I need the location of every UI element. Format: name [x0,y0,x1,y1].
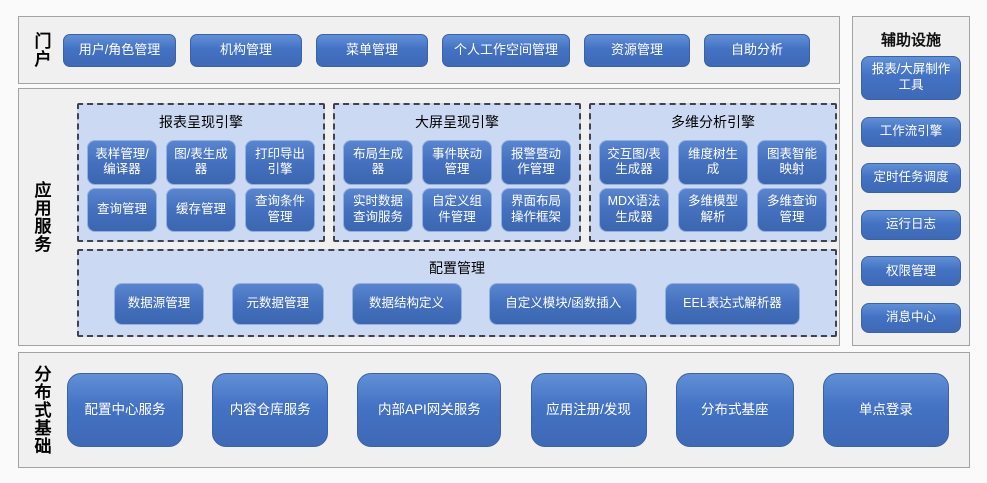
foundation-item-content-repository-service[interactable]: 内容仓库服务 [212,373,329,447]
aux-item-message-center[interactable]: 消息中心 [861,302,961,333]
foundation-item-app-registration-discovery[interactable]: 应用注册/发现 [530,373,647,447]
engine-button-print-export-engine[interactable]: 打印导出引擎 [245,140,315,185]
portal-section-label: 门户 [31,32,51,68]
config-button-row: 数据源管理 元数据管理 数据结构定义 自定义模块/函数插入 EEL表达式解析器 [114,283,800,325]
engine-button-row: 交互图/表生成器 维度树生成 图表智能映射 [599,140,827,185]
distributed-foundation-section: 分布式基础 配置中心服务 内容仓库服务 内部API网关服务 应用注册/发现 分布… [18,352,970,468]
foundation-items-row: 配置中心服务 内容仓库服务 内部API网关服务 应用注册/发现 分布式基座 单点… [63,353,969,467]
engine-button-layout-generator[interactable]: 布局生成器 [343,140,413,185]
config-mgmt-title: 配置管理 [429,260,485,276]
engine-button-row: 布局生成器 事件联动管理 报警暨动作管理 [343,140,571,185]
portal-item-menu-mgmt[interactable]: 菜单管理 [316,33,428,67]
portal-items-row: 用户/角色管理 机构管理 菜单管理 个人工作空间管理 资源管理 自助分析 [63,17,839,83]
portal-item-resource-mgmt[interactable]: 资源管理 [584,33,690,67]
engine-button-custom-component-mgmt[interactable]: 自定义组件管理 [422,187,492,232]
engine-button-chart-table-generator[interactable]: 图/表生成器 [166,140,236,185]
application-services-label: 应用服务 [31,181,51,253]
engine-button-multidim-model-parsing[interactable]: 多维模型解析 [678,187,748,232]
application-services-section: 应用服务 报表呈现引擎 表样管理/编译器 图/表生成器 打印导出引擎 查询管理 … [18,88,840,346]
config-button-metadata-mgmt[interactable]: 元数据管理 [231,283,324,325]
engine-button-multidim-query-mgmt[interactable]: 多维查询管理 [757,187,827,232]
report-rendering-engine-title: 报表呈现引擎 [159,114,243,130]
auxiliary-facilities-title: 辅助设施 [880,32,941,49]
olap-analysis-engine-panel: 多维分析引擎 交互图/表生成器 维度树生成 图表智能映射 MDX语法生成器 多维… [589,103,837,242]
engine-button-chart-smart-mapping[interactable]: 图表智能映射 [757,140,827,185]
portal-item-user-role-mgmt[interactable]: 用户/角色管理 [63,33,176,67]
engine-button-event-linkage-mgmt[interactable]: 事件联动管理 [422,140,492,185]
aux-item-scheduled-task-scheduling[interactable]: 定时任务调度 [861,163,961,194]
foundation-item-distributed-base[interactable]: 分布式基座 [675,373,794,447]
config-button-custom-module-function-insert[interactable]: 自定义模块/函数插入 [489,283,638,325]
aux-item-workflow-engine[interactable]: 工作流引擎 [861,116,961,147]
engine-button-realtime-data-query-service[interactable]: 实时数据查询服务 [343,187,413,232]
portal-item-self-service-analysis[interactable]: 自助分析 [704,33,810,67]
engine-button-dimension-tree-generation[interactable]: 维度树生成 [678,140,748,185]
aux-item-run-log[interactable]: 运行日志 [861,209,961,240]
distributed-foundation-label: 分布式基础 [31,365,51,455]
engine-button-row: 表样管理/编译器 图/表生成器 打印导出引擎 [87,140,315,185]
engine-button-row: 查询管理 缓存管理 查询条件管理 [87,187,315,232]
portal-section: 门户 用户/角色管理 机构管理 菜单管理 个人工作空间管理 资源管理 自助分析 [18,16,840,84]
portal-item-personal-workspace-mgmt[interactable]: 个人工作空间管理 [442,33,570,67]
auxiliary-items-column: 报表/大屏制作工具 工作流引擎 定时任务调度 运行日志 权限管理 消息中心 [861,56,961,333]
engine-button-style-mgmt-compiler[interactable]: 表样管理/编译器 [87,140,157,185]
foundation-item-internal-api-gateway-service[interactable]: 内部API网关服务 [357,373,502,447]
engine-button-row: MDX语法生成器 多维模型解析 多维查询管理 [599,187,827,232]
engines-row: 报表呈现引擎 表样管理/编译器 图/表生成器 打印导出引擎 查询管理 缓存管理 … [77,103,837,242]
config-mgmt-panel: 配置管理 数据源管理 元数据管理 数据结构定义 自定义模块/函数插入 EEL表达… [77,249,837,337]
application-services-content: 报表呈现引擎 表样管理/编译器 图/表生成器 打印导出引擎 查询管理 缓存管理 … [63,89,839,345]
auxiliary-facilities-section: 辅助设施 报表/大屏制作工具 工作流引擎 定时任务调度 运行日志 权限管理 消息… [852,16,970,346]
report-rendering-engine-panel: 报表呈现引擎 表样管理/编译器 图/表生成器 打印导出引擎 查询管理 缓存管理 … [77,103,325,242]
olap-analysis-engine-title: 多维分析引擎 [671,114,755,130]
engine-button-interactive-chart-generator[interactable]: 交互图/表生成器 [599,140,669,185]
engine-button-row: 实时数据查询服务 自定义组件管理 界面布局操作框架 [343,187,571,232]
bigscreen-rendering-engine-title: 大屏呈现引擎 [415,114,499,130]
engine-button-query-condition-mgmt[interactable]: 查询条件管理 [245,187,315,232]
foundation-item-config-center-service[interactable]: 配置中心服务 [67,373,183,447]
foundation-item-single-sign-on[interactable]: 单点登录 [822,373,949,447]
config-button-datasource-mgmt[interactable]: 数据源管理 [114,283,204,325]
engine-button-mdx-syntax-generator[interactable]: MDX语法生成器 [599,187,669,232]
config-button-eel-expression-parser[interactable]: EEL表达式解析器 [665,283,800,325]
engine-button-alarm-action-mgmt[interactable]: 报警暨动作管理 [501,140,571,185]
engine-button-query-mgmt[interactable]: 查询管理 [87,187,157,232]
aux-item-report-bigscreen-authoring-tool[interactable]: 报表/大屏制作工具 [861,56,961,100]
portal-item-org-mgmt[interactable]: 机构管理 [190,33,302,67]
bigscreen-rendering-engine-panel: 大屏呈现引擎 布局生成器 事件联动管理 报警暨动作管理 实时数据查询服务 自定义… [333,103,581,242]
engine-button-cache-mgmt[interactable]: 缓存管理 [166,187,236,232]
engine-button-ui-layout-framework[interactable]: 界面布局操作框架 [501,187,571,232]
aux-item-permission-mgmt[interactable]: 权限管理 [861,256,961,287]
config-button-data-structure-definition[interactable]: 数据结构定义 [351,283,462,325]
